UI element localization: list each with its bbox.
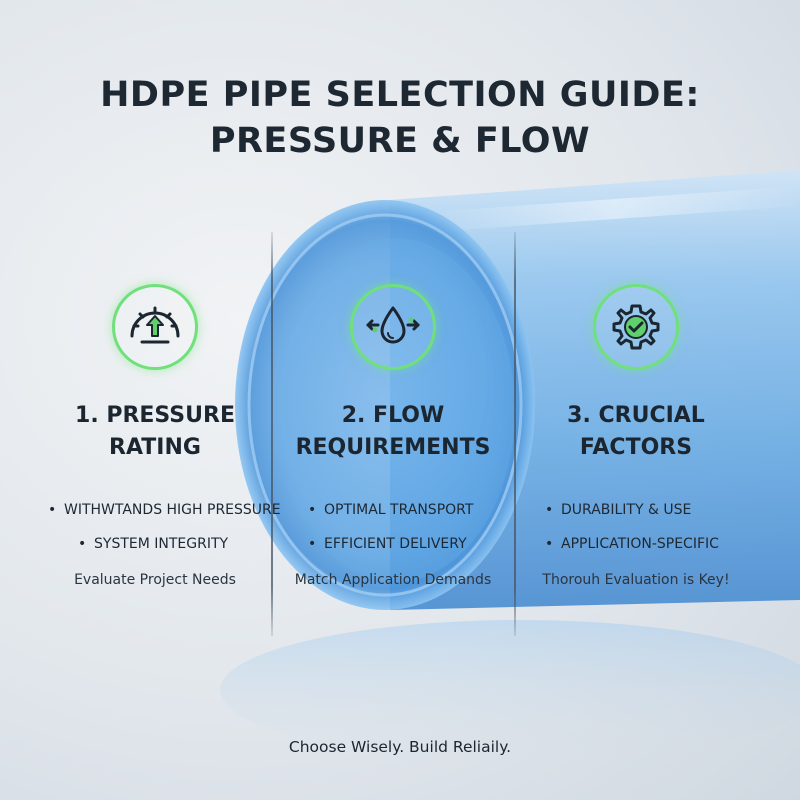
bullet-list: OPTIMAL TRANSPORT EFFICIENT DELIVERY <box>268 502 518 552</box>
title-line-2: PRESSURE & FLOW <box>209 121 591 161</box>
column-crucial-factors: 3. CRUCIAL FACTORS DURABILITY & USE APPL… <box>511 284 761 588</box>
heading-line-2: RATING <box>109 435 201 460</box>
column-note: Evaluate Project Needs <box>74 572 236 588</box>
column-flow-requirements: 2. FLOW REQUIREMENTS OPTIMAL TRANSPORT E… <box>268 284 518 588</box>
column-divider-right <box>514 232 516 636</box>
title-line-1: HDPE PIPE SELECTION GUIDE: <box>100 75 700 115</box>
page-title: HDPE PIPE SELECTION GUIDE: PRESSURE & FL… <box>0 72 800 164</box>
water-drop-flow-icon <box>350 284 436 370</box>
gear-check-icon <box>593 284 679 370</box>
list-item: DURABILITY & USE <box>545 502 761 518</box>
column-note: Thorouh Evaluation is Key! <box>542 572 730 588</box>
heading-line-2: REQUIREMENTS <box>295 435 491 460</box>
column-note: Match Application Demands <box>294 572 492 588</box>
bullet-list: WITHWTANDS HIGH PRESSURE SYSTEM INTEGRIT… <box>30 502 281 552</box>
list-item: WITHWTANDS HIGH PRESSURE <box>48 502 281 518</box>
heading-line-1: 2. FLOW <box>341 403 445 428</box>
heading-line-2: FACTORS <box>579 435 693 460</box>
pressure-gauge-icon <box>112 284 198 370</box>
heading-line-1: 3. CRUCIAL <box>567 403 705 428</box>
column-divider-left <box>271 232 273 636</box>
column-heading: 1. PRESSURE RATING <box>30 400 280 464</box>
column-heading: 3. CRUCIAL FACTORS <box>511 400 761 464</box>
heading-line-1: 1. PRESSURE <box>75 403 235 428</box>
list-item: SYSTEM INTEGRITY <box>78 536 280 552</box>
column-heading: 2. FLOW REQUIREMENTS <box>268 400 518 464</box>
footer-tagline: Choose Wisely. Build Reliaily. <box>288 738 512 756</box>
list-item: EFFICIENT DELIVERY <box>308 536 518 552</box>
bullet-list: DURABILITY & USE APPLICATION-SPECIFIC <box>511 502 761 552</box>
list-item: OPTIMAL TRANSPORT <box>308 502 518 518</box>
column-pressure-rating: 1. PRESSURE RATING WITHWTANDS HIGH PRESS… <box>30 284 281 588</box>
list-item: APPLICATION-SPECIFIC <box>545 536 761 552</box>
